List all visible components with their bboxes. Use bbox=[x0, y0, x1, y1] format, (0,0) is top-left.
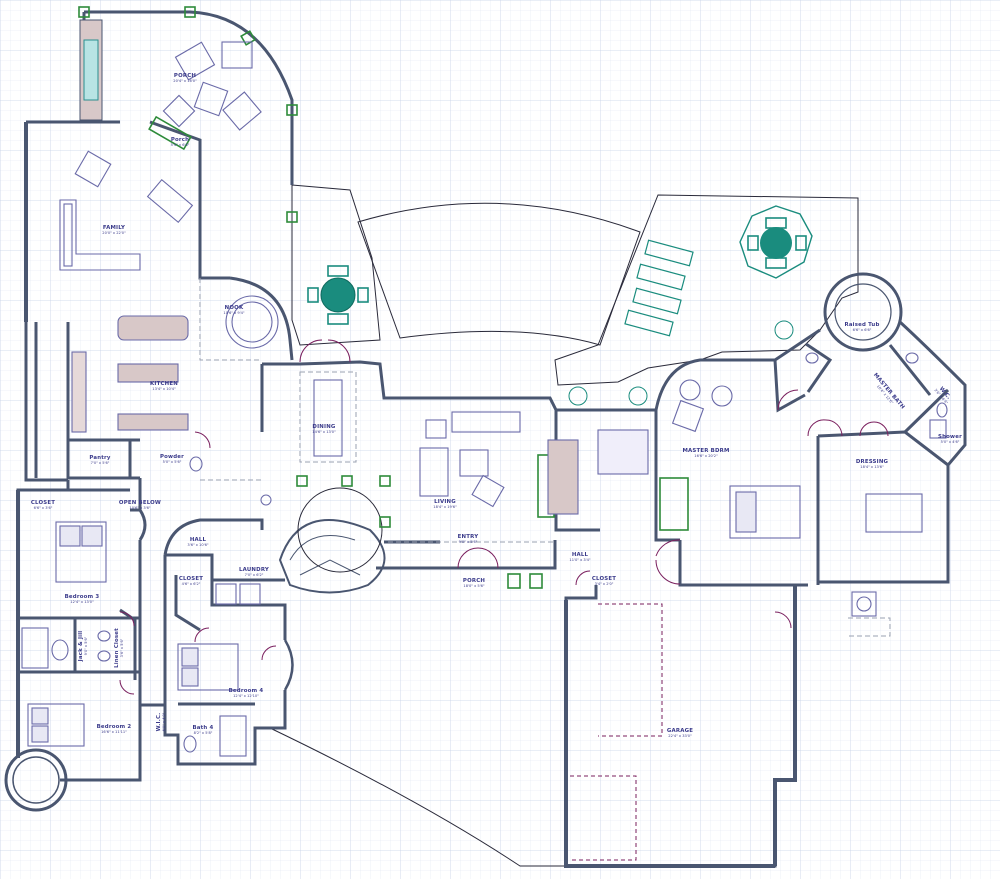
room-dims-powder: 5'0" x 5'6" bbox=[163, 460, 182, 464]
window-markers bbox=[78, 6, 689, 589]
room-name-raised-tub: Raised Tub bbox=[844, 322, 879, 328]
room-name-hall-left: HALL bbox=[190, 537, 207, 543]
room-name-powder: Powder bbox=[160, 454, 184, 460]
room-dims-porch-small: 5'4" x 6'6" bbox=[171, 143, 190, 147]
patio-table-left bbox=[307, 265, 369, 325]
room-name-living: LIVING bbox=[434, 499, 456, 505]
room-name-master-bdrm: MASTER BDRM bbox=[682, 448, 729, 454]
room-dims-master-bdrm: 16'6" x 20'2" bbox=[694, 454, 718, 458]
room-dims-closet-top: 6'6" x 3'6" bbox=[34, 506, 53, 510]
tower-bedroom2 bbox=[4, 748, 68, 812]
room-name-kitchen: KITCHEN bbox=[150, 381, 178, 387]
room-dims-pantry: 7'0" x 5'6" bbox=[91, 461, 110, 465]
room-name-nook: NOOK bbox=[225, 305, 244, 311]
garage-parking-lines bbox=[570, 603, 663, 861]
bedroom4-bay bbox=[283, 639, 294, 691]
door-swings bbox=[119, 339, 889, 695]
room-dims-bath4: 8'2" x 5'8" bbox=[194, 731, 213, 735]
room-name-family: FAMILY bbox=[103, 225, 125, 231]
porch-window-panel bbox=[79, 19, 103, 121]
room-name-dressing: DRESSING bbox=[856, 459, 889, 465]
room-dims-porch-front: 18'0" x 5'6" bbox=[463, 584, 484, 588]
room-dims-bedroom4: 12'4" x 12'10" bbox=[233, 694, 259, 698]
room-name-bedroom3: Bedroom 3 bbox=[65, 594, 100, 600]
room-dims-hall-left: 3'6" x 10'6" bbox=[187, 543, 208, 547]
patio-table-right bbox=[739, 205, 813, 279]
patio-outlines bbox=[269, 184, 859, 867]
room-dims-shower: 5'0" x 4'6" bbox=[941, 440, 960, 444]
room-dims-kitchen: 13'4" x 10'4" bbox=[152, 387, 176, 391]
room-dims-living: 18'4" x 19'6" bbox=[433, 505, 457, 509]
furniture bbox=[21, 41, 948, 757]
room-name-bath4: Bath 4 bbox=[193, 725, 214, 731]
room-name-shower: Shower bbox=[938, 434, 962, 440]
room-dims-bedroom2: 16'6" x 11'11" bbox=[101, 730, 127, 734]
room-name-porch-small: Porch bbox=[171, 137, 189, 143]
room-name-bedroom2: Bedroom 2 bbox=[97, 724, 132, 730]
room-name-bedroom4: Bedroom 4 bbox=[229, 688, 264, 694]
room-name-dining: DINING bbox=[312, 424, 336, 430]
lounge-chairs bbox=[624, 239, 694, 337]
room-dims-nook: 10'6" x 9'4" bbox=[223, 311, 244, 315]
room-name-open-below: OPEN BELOW bbox=[119, 500, 161, 506]
room-dims-jack-jill: 9'0" x 5'6" bbox=[84, 636, 88, 655]
room-name-closet-top: CLOSET bbox=[31, 500, 55, 506]
room-dims-linen: 3'6" x 5'6" bbox=[120, 638, 124, 657]
room-dims-open-below: 10'6" x 3'6" bbox=[129, 506, 150, 510]
room-dims-dining: 14'6" x 13'0" bbox=[312, 430, 336, 434]
dashed-outlines bbox=[199, 278, 891, 637]
planters bbox=[260, 320, 794, 506]
room-dims-raised-tub: 6'6" x 6'6" bbox=[853, 328, 872, 332]
room-name-garage: GARAGE bbox=[667, 728, 693, 734]
room-name-closet-entry: CLOSET bbox=[592, 576, 616, 582]
room-dims-porch-top: 20'4" x 16'0" bbox=[173, 79, 197, 83]
room-name-closet-mid: CLOSET bbox=[179, 576, 203, 582]
room-dims-dressing: 18'4" x 13'6" bbox=[860, 465, 884, 469]
spiral-stair bbox=[278, 487, 386, 594]
room-name-laundry: LAUNDRY bbox=[239, 567, 269, 573]
room-dims-entry: 9'0" x 5'6" bbox=[459, 540, 478, 544]
room-name-jack-jill: Jack & Jill bbox=[78, 631, 84, 663]
room-name-wic: W.I.C. bbox=[156, 713, 162, 732]
room-dims-bedroom3: 12'4" x 13'0" bbox=[70, 600, 94, 604]
room-dims-hall-right: 11'0" x 3'4" bbox=[569, 558, 590, 562]
room-dims-family: 20'0" x 22'0" bbox=[102, 231, 126, 235]
room-name-hall-right: HALL bbox=[572, 552, 589, 558]
thick-walls bbox=[16, 122, 797, 868]
room-name-entry: ENTRY bbox=[458, 534, 479, 540]
room-dims-closet-mid: 4'6" x 6'2" bbox=[182, 582, 201, 586]
room-dims-closet-entry: 3'4" x 2'0" bbox=[595, 582, 614, 586]
room-name-linen: Linen Closet bbox=[114, 628, 120, 668]
room-name-pantry: Pantry bbox=[89, 455, 111, 461]
room-dims-laundry: 7'0" x 6'2" bbox=[245, 573, 264, 577]
room-name-porch-front: PORCH bbox=[463, 578, 485, 584]
raised-tub-bay bbox=[823, 272, 903, 352]
room-dims-wic: 6'0" x 4'0" bbox=[162, 712, 166, 731]
room-name-porch-top: PORCH bbox=[174, 73, 196, 79]
room-dims-garage: 22'4" x 33'0" bbox=[668, 734, 692, 738]
